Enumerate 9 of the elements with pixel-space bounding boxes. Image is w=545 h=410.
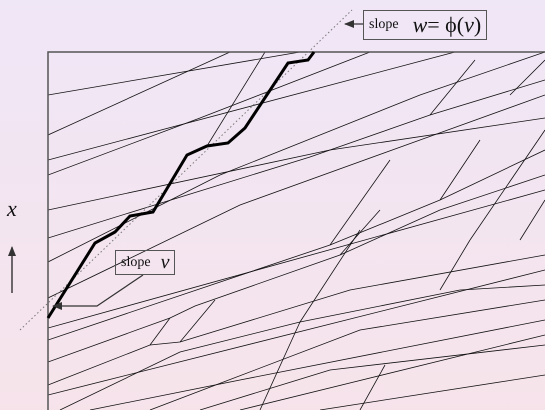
axis-label: x bbox=[7, 196, 17, 222]
leader-line bbox=[52, 274, 144, 310]
arrow bbox=[344, 20, 363, 28]
dotted-line bbox=[20, 10, 352, 330]
label-text: slope bbox=[369, 17, 399, 33]
label-text: slope bbox=[121, 254, 151, 270]
label-box bbox=[363, 10, 488, 40]
formula-text: w= ϕ(v) bbox=[412, 12, 482, 38]
formula-text: v bbox=[160, 251, 170, 274]
